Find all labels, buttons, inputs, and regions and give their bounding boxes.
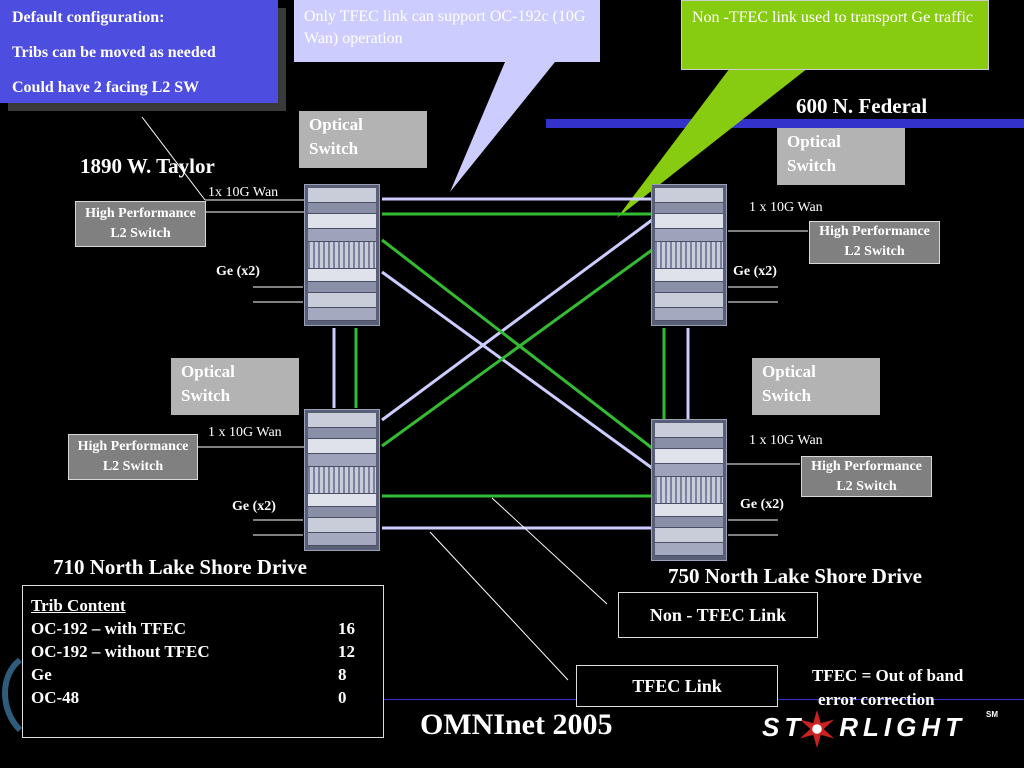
chassis-module xyxy=(655,282,723,293)
chassis-module xyxy=(308,413,376,428)
decorative-swirl xyxy=(2,657,23,733)
wan-label-taylor: 1x 10G Wan xyxy=(208,185,279,200)
chassis-module xyxy=(308,188,376,203)
wan-label-750: 1 x 10G Wan xyxy=(749,433,823,448)
tfec-note: TFEC = Out of band error correction xyxy=(812,666,964,709)
default-pointer-line xyxy=(141,116,206,201)
ge-label-taylor: Ge (x2) xyxy=(216,264,260,279)
trib-content-title: Trib Content xyxy=(31,596,126,615)
chassis-module xyxy=(308,293,376,308)
site-label-750: 750 North Lake Shore Drive xyxy=(668,564,922,588)
chassis-module xyxy=(655,269,723,282)
non-tfec-text: Non -TFEC link used to transport Ge traf… xyxy=(692,9,973,26)
chassis-module xyxy=(308,454,376,467)
chassis-module xyxy=(655,528,723,543)
site-label-710: 710 North Lake Shore Drive xyxy=(53,555,307,579)
chassis-module xyxy=(655,423,723,438)
chassis-module xyxy=(655,438,723,449)
site-label-taylor: 1890 W. Taylor xyxy=(80,154,215,178)
ge-label-710: Ge (x2) xyxy=(232,499,276,514)
chassis-module xyxy=(308,518,376,533)
non-tfec-callout-pointer xyxy=(617,68,808,218)
chassis-module xyxy=(308,269,376,282)
default-config-line2: Tribs can be moved as needed xyxy=(12,44,216,61)
chassis-module xyxy=(655,517,723,528)
chassis-module xyxy=(308,214,376,229)
non-tfec-callout: Non -TFEC link used to transport Ge traf… xyxy=(681,0,989,70)
optical-switch-chassis-710 xyxy=(304,409,380,551)
ge-label-750: Ge (x2) xyxy=(740,497,784,512)
legend-non-tfec-link: Non - TFEC Link xyxy=(618,592,818,638)
chassis-module xyxy=(308,507,376,518)
non-tfec-link-diag2 xyxy=(381,248,653,448)
tfec-link-diag1 xyxy=(381,270,653,470)
chassis-module xyxy=(655,188,723,203)
tfec-link-diag2 xyxy=(381,218,653,422)
wan-label-710: 1 x 10G Wan xyxy=(208,425,282,440)
legend-tfec-link: TFEC Link xyxy=(576,665,778,707)
chassis-module xyxy=(308,533,376,546)
chassis-module xyxy=(655,229,723,242)
starlight-star-icon xyxy=(799,710,835,748)
chassis-module xyxy=(655,308,723,321)
chassis-module xyxy=(308,203,376,214)
chassis-module xyxy=(308,308,376,321)
chassis-module xyxy=(308,467,376,494)
default-config-line3: Could have 2 facing L2 SW xyxy=(12,79,200,96)
chassis-module xyxy=(655,293,723,308)
chassis-module xyxy=(655,464,723,477)
chassis-module xyxy=(655,449,723,464)
optical-switch-chassis-federal xyxy=(651,184,727,326)
chassis-module xyxy=(655,214,723,229)
wan-label-federal: 1 x 10G Wan xyxy=(749,200,823,215)
header-accent-bar xyxy=(546,119,1024,128)
chassis-module xyxy=(308,439,376,454)
chassis-module xyxy=(308,428,376,439)
tfec-callout-pointer xyxy=(450,62,555,192)
chassis-module xyxy=(655,504,723,517)
non-tfec-link-diag1 xyxy=(381,238,653,450)
ge-label-federal: Ge (x2) xyxy=(733,264,777,279)
default-config-title: Default configuration: xyxy=(12,9,165,26)
chassis-module xyxy=(308,282,376,293)
tfec-only-callout: Only TFEC link can support OC-192c (10G … xyxy=(294,0,600,62)
chassis-module xyxy=(655,242,723,269)
chassis-module xyxy=(308,242,376,269)
starlight-logo-mark: SM xyxy=(986,710,998,719)
chassis-module xyxy=(308,494,376,507)
optical-switch-chassis-taylor xyxy=(304,184,380,326)
site-label-federal: 600 N. Federal xyxy=(796,94,928,118)
tfec-only-text: Only TFEC link can support OC-192c (10G … xyxy=(304,8,586,47)
chassis-module xyxy=(655,203,723,214)
chassis-module xyxy=(655,543,723,556)
optical-switch-chassis-750 xyxy=(651,419,727,561)
page-title: OMNInet 2005 xyxy=(420,708,613,741)
default-config-callout: Default configuration: Tribs can be move… xyxy=(0,0,278,103)
tfec-legend-pointer xyxy=(429,531,569,681)
chassis-module xyxy=(308,229,376,242)
non-tfec-legend-pointer xyxy=(491,497,608,605)
chassis-module xyxy=(655,477,723,504)
